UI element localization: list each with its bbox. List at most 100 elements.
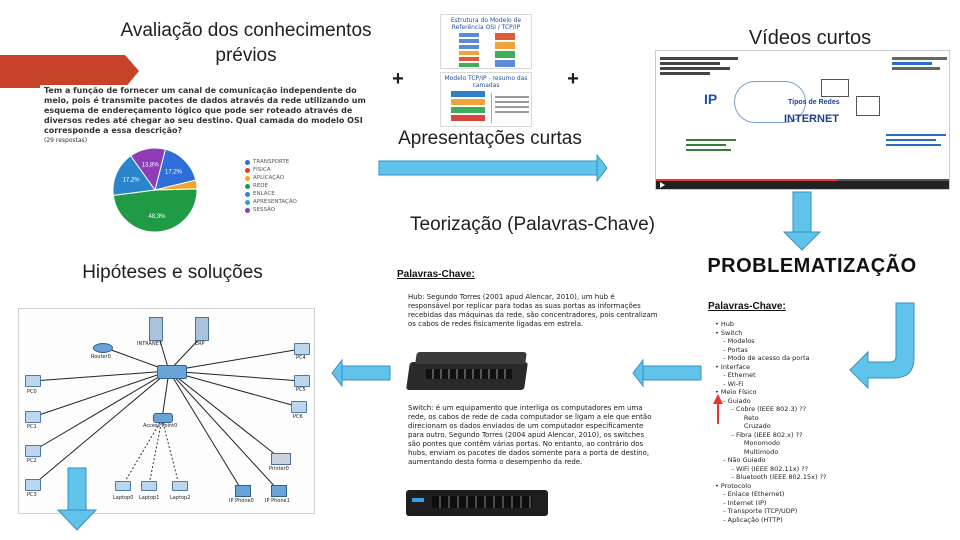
ip-phone-icon [271, 485, 287, 497]
keyword-item: - Bluetooth (IEEE 802.15x) ?? [715, 473, 827, 482]
right-keywords-list: • Hub• Switch - Modelos - Portas - Modo … [715, 320, 827, 524]
legend-swatch [245, 176, 250, 181]
label-short-presentations: Apresentações curtas [370, 128, 610, 150]
keyword-item: - Internet (IP) [715, 499, 827, 508]
switch-text: Switch: é um equipamento que interliga o… [408, 404, 658, 466]
plus-left: + [388, 68, 408, 91]
keyword-item: - Ethernet [715, 371, 827, 380]
keyword-item: - Transporte (TCP/UDP) [715, 507, 827, 516]
keyword-item: - Modelos [715, 337, 827, 346]
label-theorization: Teorização (Palavras-Chave) [395, 213, 670, 236]
play-icon[interactable] [660, 182, 665, 188]
legend-swatch [245, 192, 250, 197]
keyword-item: • Hub [715, 320, 827, 329]
arrow-video-down [784, 192, 820, 250]
legend-item: APRESENTAÇÃO [245, 198, 297, 206]
legend-item: APLICAÇÃO [245, 174, 297, 182]
router-icon [93, 343, 113, 353]
label-prior-knowledge: Avaliação dos conhecimentos prévios [116, 18, 376, 68]
legend-label: ENLACE [253, 191, 275, 197]
network-switch-icon [157, 365, 187, 379]
pc-icon [294, 375, 310, 387]
legend-swatch [245, 184, 250, 189]
legend-label: REDE [253, 183, 268, 189]
pc-icon [25, 411, 41, 423]
server-icon [195, 317, 209, 341]
pc-icon [291, 401, 307, 413]
keyword-item: - Modo de acesso da porta [715, 354, 827, 363]
switch-device-image [402, 478, 552, 528]
keyword-item: • Switch [715, 329, 827, 338]
pie-slice-label: 13,8% [142, 162, 160, 168]
video-controls[interactable] [656, 179, 949, 189]
keyword-item: Multimodo [715, 448, 827, 457]
slide1-title: Estrutura do Modelo de Referência OSI / … [441, 15, 531, 33]
pc-icon [25, 375, 41, 387]
pie-slice-label: 48,3% [148, 214, 166, 220]
legend-label: APLICAÇÃO [253, 175, 284, 181]
keyword-item: - Enlace (Ethernet) [715, 490, 827, 499]
quiz-question: Tem a função de fornecer um canal de com… [44, 86, 369, 136]
laptop-icon [141, 481, 157, 491]
keywords-document-right: Palavras-Chave: • Hub• Switch - Modelos … [705, 296, 950, 534]
keyword-item: • Protocolo [715, 482, 827, 491]
laptop-icon [172, 481, 188, 491]
legend-label: FÍSICA [253, 167, 271, 173]
legend-swatch [245, 168, 250, 173]
video-progress[interactable] [656, 179, 838, 181]
keyword-item: - Guiado [715, 397, 827, 406]
video-thumbnail[interactable]: IP INTERNET Tipos de Redes [655, 50, 950, 190]
legend-item: TRANSPORTE [245, 158, 297, 166]
arrow-presentations-right [379, 155, 607, 181]
video-headline: INTERNET [784, 113, 839, 125]
legend-item: FÍSICA [245, 166, 297, 174]
pie-chart: 17,2%48,3%17,2%13,8% [40, 140, 372, 233]
pie-legend: TRANSPORTE FÍSICA APLICAÇÃO REDE ENLACE APRES… [245, 158, 297, 214]
label-problematization: PROBLEMATIZAÇÃO [672, 255, 952, 278]
ip-phone-icon [235, 485, 251, 497]
keywords-document-center: Palavras-Chave: Hub: Segundo Torres (200… [394, 266, 664, 531]
keyword-item: - Não Guiado [715, 456, 827, 465]
keyword-item: Cruzado [715, 422, 827, 431]
pc-icon [25, 479, 41, 491]
pc-icon [25, 445, 41, 457]
keyword-item: • Interface [715, 363, 827, 372]
legend-swatch [245, 160, 250, 165]
printer-icon [271, 453, 291, 465]
center-keywords-title: Palavras-Chave: [397, 269, 475, 280]
video-sub: Tipos de Redes [788, 99, 840, 106]
keyword-item: Reto [715, 414, 827, 423]
legend-item: REDE [245, 182, 297, 190]
legend-swatch [245, 200, 250, 205]
right-keywords-title: Palavras-Chave: [708, 301, 786, 312]
legend-label: SESSÃO [253, 207, 275, 213]
pie-slice-rede [113, 189, 197, 232]
arrow-to-hypotheses [332, 360, 390, 386]
video-ip-tag: IP [704, 91, 717, 107]
plus-right: + [563, 68, 583, 91]
legend-item: SESSÃO [245, 206, 297, 214]
keyword-item: Monomodo [715, 439, 827, 448]
label-hypotheses: Hipóteses e soluções [45, 262, 300, 284]
laptop-icon [115, 481, 131, 491]
legend-label: TRANSPORTE [253, 159, 289, 165]
keyword-item: - Aplicação (HTTP) [715, 516, 827, 525]
legend-label: APRESENTAÇÃO [253, 199, 297, 205]
legend-swatch [245, 208, 250, 213]
hub-device-image [402, 344, 532, 404]
presentation-slide-2: Modelo TCP/IP - resumo das camadas [440, 72, 532, 127]
server-icon [149, 317, 163, 341]
accent-tab [0, 55, 125, 88]
pie-slice-label: 17,2% [123, 178, 141, 184]
keyword-item: - Portas [715, 346, 827, 355]
network-topology-diagram: INTRANET ERP Router0 PC0 PC1 PC2 PC3 PC4… [18, 308, 315, 514]
keyword-item: - Fibra (IEEE 802.x) ?? [715, 431, 827, 440]
pc-icon [294, 343, 310, 355]
keyword-item: - Wi-Fi [715, 380, 827, 389]
label-short-videos: Vídeos curtos [720, 27, 900, 50]
access-point-icon [153, 413, 173, 423]
legend-item: ENLACE [245, 190, 297, 198]
keyword-item: - Cobre (IEEE 802.3) ?? [715, 405, 827, 414]
keyword-item: - WiFi (IEEE 802.11x) ?? [715, 465, 827, 474]
presentation-slide-1: Estrutura do Modelo de Referência OSI / … [440, 14, 532, 69]
